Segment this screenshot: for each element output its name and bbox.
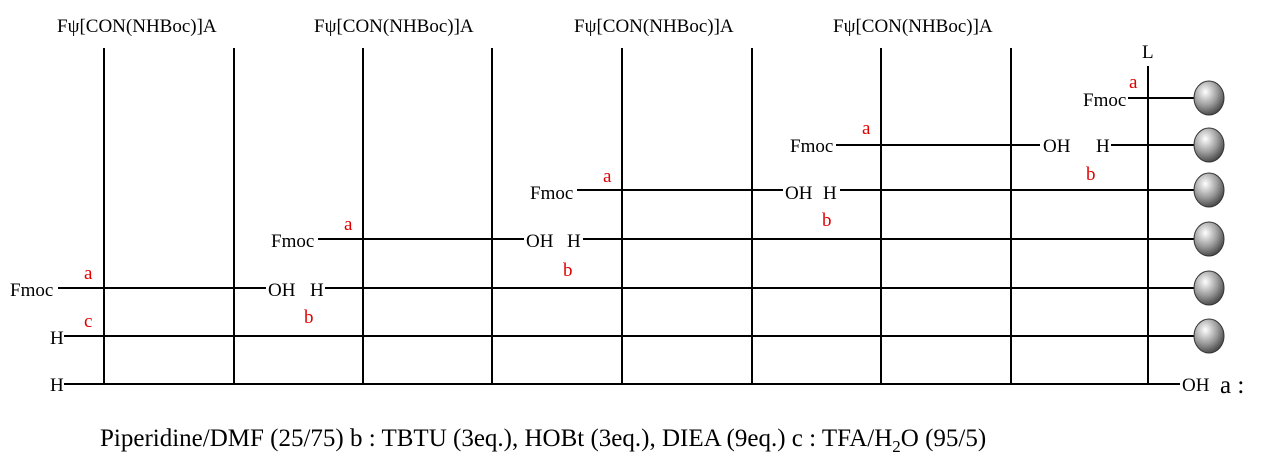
- resin-bead-icon: [1193, 127, 1225, 163]
- step-a-label: a: [344, 214, 353, 235]
- legend-conditions-end: O (95/5): [901, 425, 986, 452]
- hydrogen-label: H: [1096, 136, 1110, 157]
- row-4: Fmoc a OH H b: [271, 214, 1196, 281]
- fmoc-label: Fmoc: [271, 231, 314, 252]
- residue-header-4: Fψ[CON(NHBoc)]A: [833, 16, 993, 37]
- hydrogen-label: H: [567, 231, 581, 252]
- residue-header-3: Fψ[CON(NHBoc)]A: [574, 16, 734, 37]
- hydroxyl-label: OH: [526, 231, 554, 252]
- step-a-label: a: [84, 263, 93, 284]
- resin-bead-icon: [1193, 318, 1225, 354]
- resin-bead-icon: [1193, 80, 1225, 116]
- vertical-lines: [103, 48, 1149, 384]
- hydroxyl-label: OH: [268, 280, 296, 301]
- step-b-label: b: [1086, 164, 1096, 185]
- hydroxyl-label: OH: [1043, 136, 1071, 157]
- row-2: Fmoc a OH H b: [790, 118, 1196, 185]
- step-a-label: a: [862, 118, 871, 139]
- hydrogen-label: H: [50, 375, 64, 396]
- legend-subscript: 2: [892, 437, 901, 456]
- legend-conditions: Piperidine/DMF (25/75) b : TBTU (3eq.), …: [100, 425, 986, 456]
- hydroxyl-label: OH: [1182, 375, 1210, 396]
- row-7: H OH a :: [50, 372, 1244, 399]
- step-b-label: b: [822, 210, 832, 231]
- row-5: Fmoc a OH H b: [10, 263, 1196, 328]
- hydroxyl-label: OH: [785, 183, 813, 204]
- row-3: Fmoc a OH H b: [530, 166, 1196, 231]
- fmoc-label: Fmoc: [530, 183, 573, 204]
- resin-bead-icon: [1193, 172, 1225, 208]
- hydrogen-label: H: [50, 328, 64, 349]
- residue-header-2: Fψ[CON(NHBoc)]A: [314, 16, 474, 37]
- resin-beads: [1193, 80, 1225, 354]
- row-1: Fmoc a: [1083, 72, 1196, 111]
- resin-bead-icon: [1193, 270, 1225, 306]
- fmoc-label: Fmoc: [1083, 90, 1126, 111]
- linker-label: L: [1142, 42, 1154, 63]
- fmoc-label: Fmoc: [10, 280, 53, 301]
- hydrogen-label: H: [310, 280, 324, 301]
- row-6: H c: [50, 311, 1196, 349]
- step-c-label: c: [84, 311, 92, 332]
- legend-a-marker: a :: [1220, 372, 1244, 399]
- residue-header-1: Fψ[CON(NHBoc)]A: [57, 16, 217, 37]
- step-a-label: a: [603, 166, 612, 187]
- hydrogen-label: H: [823, 183, 837, 204]
- step-a-label: a: [1129, 72, 1138, 93]
- step-b-label: b: [563, 260, 573, 281]
- fmoc-label: Fmoc: [790, 136, 833, 157]
- legend-conditions-main: Piperidine/DMF (25/75) b : TBTU (3eq.), …: [100, 425, 892, 452]
- step-b-label: b: [304, 307, 314, 328]
- resin-bead-icon: [1193, 221, 1225, 257]
